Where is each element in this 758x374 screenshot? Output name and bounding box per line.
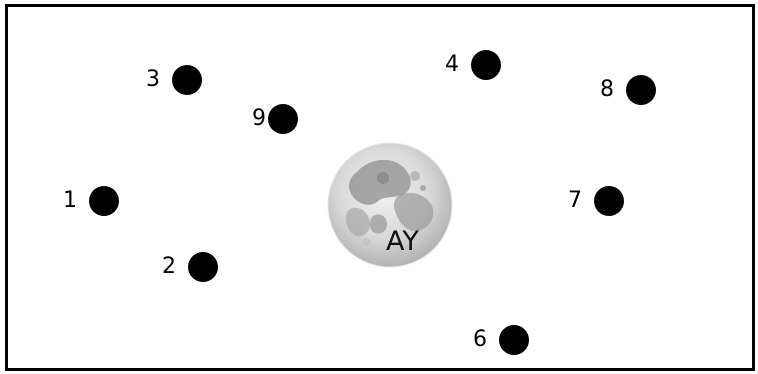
marker-8[interactable]: 8: [600, 75, 656, 105]
marker-1[interactable]: 1: [63, 186, 119, 216]
marker-6[interactable]: 6: [473, 325, 529, 355]
moon-label: AY: [386, 228, 419, 255]
marker-dot[interactable]: [172, 65, 202, 95]
marker-9[interactable]: 9: [252, 104, 298, 134]
marker-label: 9: [252, 108, 266, 130]
marker-dot[interactable]: [471, 50, 501, 80]
marker-7[interactable]: 7: [568, 186, 624, 216]
marker-label: 8: [600, 79, 614, 101]
marker-label: 7: [568, 190, 582, 212]
marker-dot[interactable]: [594, 186, 624, 216]
marker-dot[interactable]: [499, 325, 529, 355]
marker-label: 1: [63, 190, 77, 212]
marker-label: 4: [445, 54, 459, 76]
marker-label: 3: [146, 69, 160, 91]
marker-3[interactable]: 3: [146, 65, 202, 95]
marker-2[interactable]: 2: [162, 252, 218, 282]
marker-dot[interactable]: [89, 186, 119, 216]
marker-dot[interactable]: [268, 104, 298, 134]
marker-4[interactable]: 4: [445, 50, 501, 80]
marker-dot[interactable]: [188, 252, 218, 282]
marker-dot[interactable]: [626, 75, 656, 105]
marker-label: 2: [162, 256, 176, 278]
marker-label: 6: [473, 329, 487, 351]
